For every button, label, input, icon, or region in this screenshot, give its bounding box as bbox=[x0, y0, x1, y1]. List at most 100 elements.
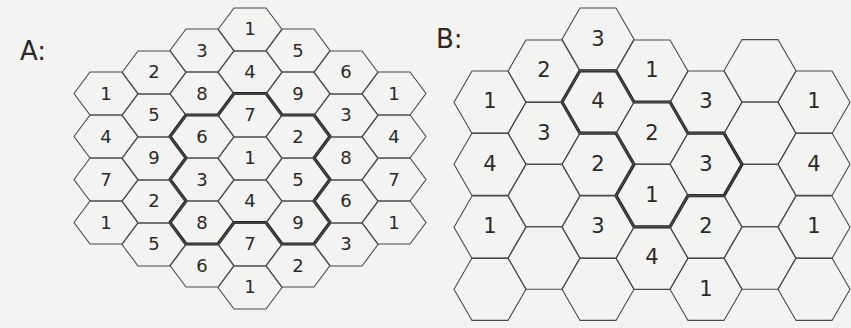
cell-number: 4 bbox=[591, 91, 604, 112]
hex-cell: 9 bbox=[266, 72, 330, 115]
panel-label: A: bbox=[20, 38, 46, 64]
cell-number: 4 bbox=[807, 154, 820, 175]
hex-cell: 7 bbox=[74, 158, 138, 201]
cell-number: 1 bbox=[100, 85, 111, 103]
cell-number: 3 bbox=[340, 235, 351, 253]
cell-number: 6 bbox=[196, 257, 207, 275]
cell-number: 1 bbox=[483, 216, 496, 237]
hex-cell: 1 bbox=[778, 71, 850, 133]
hex-cell: 4 bbox=[616, 227, 688, 289]
cell-number: 2 bbox=[699, 216, 712, 237]
hex-cell: 5 bbox=[266, 158, 330, 201]
cell-number: 1 bbox=[483, 91, 496, 112]
cell-number: 4 bbox=[645, 247, 658, 268]
hex-cell: 7 bbox=[362, 158, 426, 201]
hex-cell: 8 bbox=[170, 201, 234, 244]
cell-number: 2 bbox=[537, 60, 550, 81]
hex-cell: 3 bbox=[170, 29, 234, 72]
cell-number: 5 bbox=[148, 235, 159, 253]
cell-number: 3 bbox=[591, 29, 604, 50]
hex-cell: 8 bbox=[170, 72, 234, 115]
cell-number: 9 bbox=[292, 214, 303, 232]
hex-cell: 2 bbox=[122, 51, 186, 94]
hex-cell: 1 bbox=[616, 164, 688, 226]
empty-hex-cell bbox=[724, 40, 796, 102]
cell-number: 5 bbox=[292, 42, 303, 60]
cell-number: 2 bbox=[292, 257, 303, 275]
cell-number: 8 bbox=[340, 149, 351, 167]
empty-hex-cell bbox=[778, 258, 850, 320]
hex-cell: 2 bbox=[562, 133, 634, 195]
cell-number: 2 bbox=[591, 154, 604, 175]
hex-cell: 4 bbox=[74, 115, 138, 158]
empty-hex-cell bbox=[508, 227, 580, 289]
hex-cell: 2 bbox=[670, 196, 742, 258]
hex-cell: 2 bbox=[266, 115, 330, 158]
cell-number: 1 bbox=[807, 91, 820, 112]
cell-number: 1 bbox=[388, 85, 399, 103]
hex-cell: 1 bbox=[616, 40, 688, 102]
hex-cell: 4 bbox=[362, 115, 426, 158]
cell-number: 4 bbox=[244, 192, 255, 210]
empty-hex-cell bbox=[508, 164, 580, 226]
hex-cell: 1 bbox=[218, 266, 282, 309]
hex-cell: 5 bbox=[122, 223, 186, 266]
cell-number: 7 bbox=[244, 106, 255, 124]
hex-cell: 2 bbox=[616, 102, 688, 164]
hex-cell: 1 bbox=[670, 258, 742, 320]
cell-number: 3 bbox=[196, 171, 207, 189]
cell-number: 2 bbox=[148, 63, 159, 81]
cell-number: 4 bbox=[244, 63, 255, 81]
cell-number: 6 bbox=[340, 63, 351, 81]
hex-cell: 9 bbox=[266, 201, 330, 244]
cell-number: 9 bbox=[148, 149, 159, 167]
hex-cell: 9 bbox=[122, 137, 186, 180]
cell-number: 7 bbox=[100, 171, 111, 189]
cell-number: 2 bbox=[292, 128, 303, 146]
hex-cell: 3 bbox=[170, 158, 234, 201]
cell-number: 6 bbox=[340, 192, 351, 210]
hex-cell: 4 bbox=[454, 133, 526, 195]
empty-hex-cell bbox=[562, 258, 634, 320]
cell-number: 3 bbox=[699, 91, 712, 112]
cell-number: 6 bbox=[196, 128, 207, 146]
hex-cell: 6 bbox=[170, 115, 234, 158]
cell-number: 1 bbox=[100, 214, 111, 232]
hex-cell: 7 bbox=[218, 223, 282, 266]
hex-cell: 6 bbox=[314, 51, 378, 94]
hex-cell: 5 bbox=[122, 94, 186, 137]
hex-cell: 2 bbox=[266, 244, 330, 287]
hex-cell: 1 bbox=[362, 72, 426, 115]
cell-number: 4 bbox=[483, 154, 496, 175]
hex-cell: 3 bbox=[508, 102, 580, 164]
cell-number: 3 bbox=[699, 154, 712, 175]
hex-cell: 1 bbox=[454, 71, 526, 133]
hex-cell: 3 bbox=[314, 94, 378, 137]
hex-cell: 3 bbox=[314, 223, 378, 266]
cell-number: 3 bbox=[196, 42, 207, 60]
tile-outline bbox=[170, 94, 330, 245]
cell-number: 2 bbox=[645, 123, 658, 144]
cell-number: 5 bbox=[292, 171, 303, 189]
hex-cell: 2 bbox=[122, 180, 186, 223]
hex-cell: 5 bbox=[266, 29, 330, 72]
hex-cell: 1 bbox=[218, 8, 282, 51]
cell-number: 8 bbox=[196, 85, 207, 103]
hex-cell: 4 bbox=[218, 51, 282, 94]
cell-number: 3 bbox=[591, 216, 604, 237]
cell-number: 4 bbox=[388, 128, 399, 146]
empty-hex-cell bbox=[724, 227, 796, 289]
cell-number: 1 bbox=[244, 20, 255, 38]
hex-cell: 2 bbox=[508, 40, 580, 102]
tile-outline bbox=[562, 71, 742, 227]
cell-number: 1 bbox=[244, 149, 255, 167]
hex-cell: 7 bbox=[218, 94, 282, 137]
cell-number: 1 bbox=[388, 214, 399, 232]
cell-number: 3 bbox=[537, 123, 550, 144]
cell-number: 1 bbox=[244, 278, 255, 296]
hex-cell: 1 bbox=[74, 72, 138, 115]
cell-number: 3 bbox=[340, 106, 351, 124]
cell-number: 1 bbox=[807, 216, 820, 237]
hex-cell: 3 bbox=[670, 71, 742, 133]
